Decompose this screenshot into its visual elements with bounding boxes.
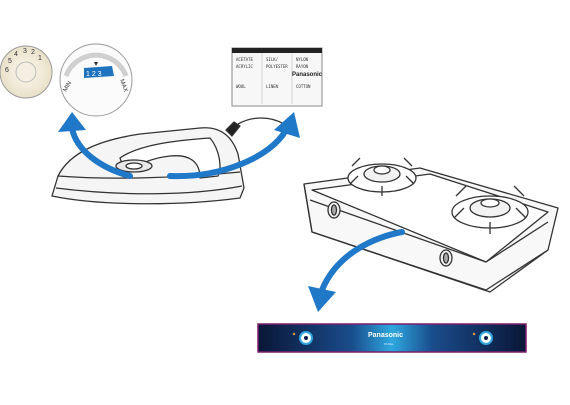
iron-illustration xyxy=(51,117,285,205)
label-card-brand: Panasonic xyxy=(292,72,323,78)
stove-control-panel: Panasonic PANEL xyxy=(257,323,527,353)
temperature-dial: 1 2 3 MIN MAX xyxy=(59,43,133,117)
fabric-cell: ACETATE xyxy=(236,57,253,62)
small-dial: 1 2 3 4 5 6 xyxy=(0,45,53,99)
fabric-cell: WOOL xyxy=(236,84,246,89)
fabric-cell: LINEN xyxy=(266,84,279,89)
fabric-cell: COTTON xyxy=(296,84,311,89)
fabric-label-card: ACETATE SILK/ NYLON ACRYLIC POLYESTER RA… xyxy=(231,47,323,107)
fabric-cell: SILK/ xyxy=(266,57,279,62)
small-dial-number: 3 xyxy=(23,48,27,55)
small-dial-number: 1 xyxy=(38,55,42,62)
small-dial-number: 5 xyxy=(8,58,12,65)
dial-max-label: MAX xyxy=(118,79,128,93)
dial-min-label: MIN xyxy=(63,80,74,93)
gas-stove-illustration xyxy=(303,157,559,293)
panel-brand: Panasonic xyxy=(368,332,403,339)
small-dial-number: 4 xyxy=(14,51,18,58)
arrow-to-panel xyxy=(308,229,405,312)
arrow-to-dials xyxy=(58,112,133,179)
dial-scale: 1 2 3 xyxy=(86,71,102,78)
panel-sub: PANEL xyxy=(384,342,394,346)
fabric-cell: RAYON xyxy=(296,64,309,69)
fabric-cell: POLYESTER xyxy=(266,64,288,69)
small-dial-number: 2 xyxy=(31,49,35,56)
small-dial-number: 6 xyxy=(5,67,9,74)
arrow-to-label xyxy=(167,112,300,180)
fabric-cell: NYLON xyxy=(296,57,309,62)
fabric-cell: ACRYLIC xyxy=(236,64,253,69)
